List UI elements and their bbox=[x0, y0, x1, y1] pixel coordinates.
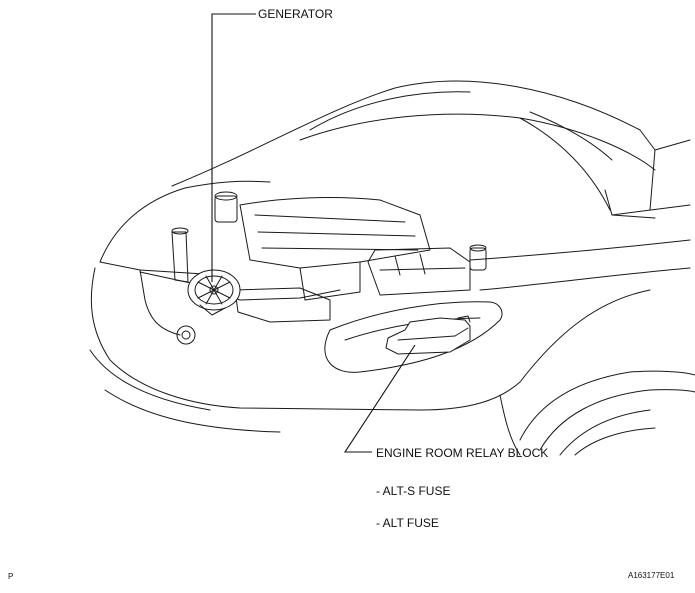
battery-area bbox=[367, 244, 487, 296]
radiator-support bbox=[139, 271, 341, 323]
hood-outline bbox=[171, 80, 656, 219]
alt-fuse-label: - ALT FUSE bbox=[376, 516, 439, 530]
generator-label: GENERATOR bbox=[258, 7, 333, 21]
figure-id: A163177E01 bbox=[628, 571, 675, 580]
alt-s-fuse-label: - ALT-S FUSE bbox=[376, 484, 451, 498]
front-bumper bbox=[89, 325, 281, 433]
relay-block-component bbox=[385, 315, 471, 355]
relay-block-label: ENGINE ROOM RELAY BLOCK bbox=[376, 446, 549, 460]
leader-lines bbox=[211, 13, 416, 453]
generator-component bbox=[187, 269, 241, 316]
page-marker: P bbox=[8, 572, 14, 581]
front-wheel bbox=[499, 370, 695, 456]
engine-bay-outline bbox=[90, 180, 691, 411]
windshield-frame bbox=[611, 139, 691, 216]
